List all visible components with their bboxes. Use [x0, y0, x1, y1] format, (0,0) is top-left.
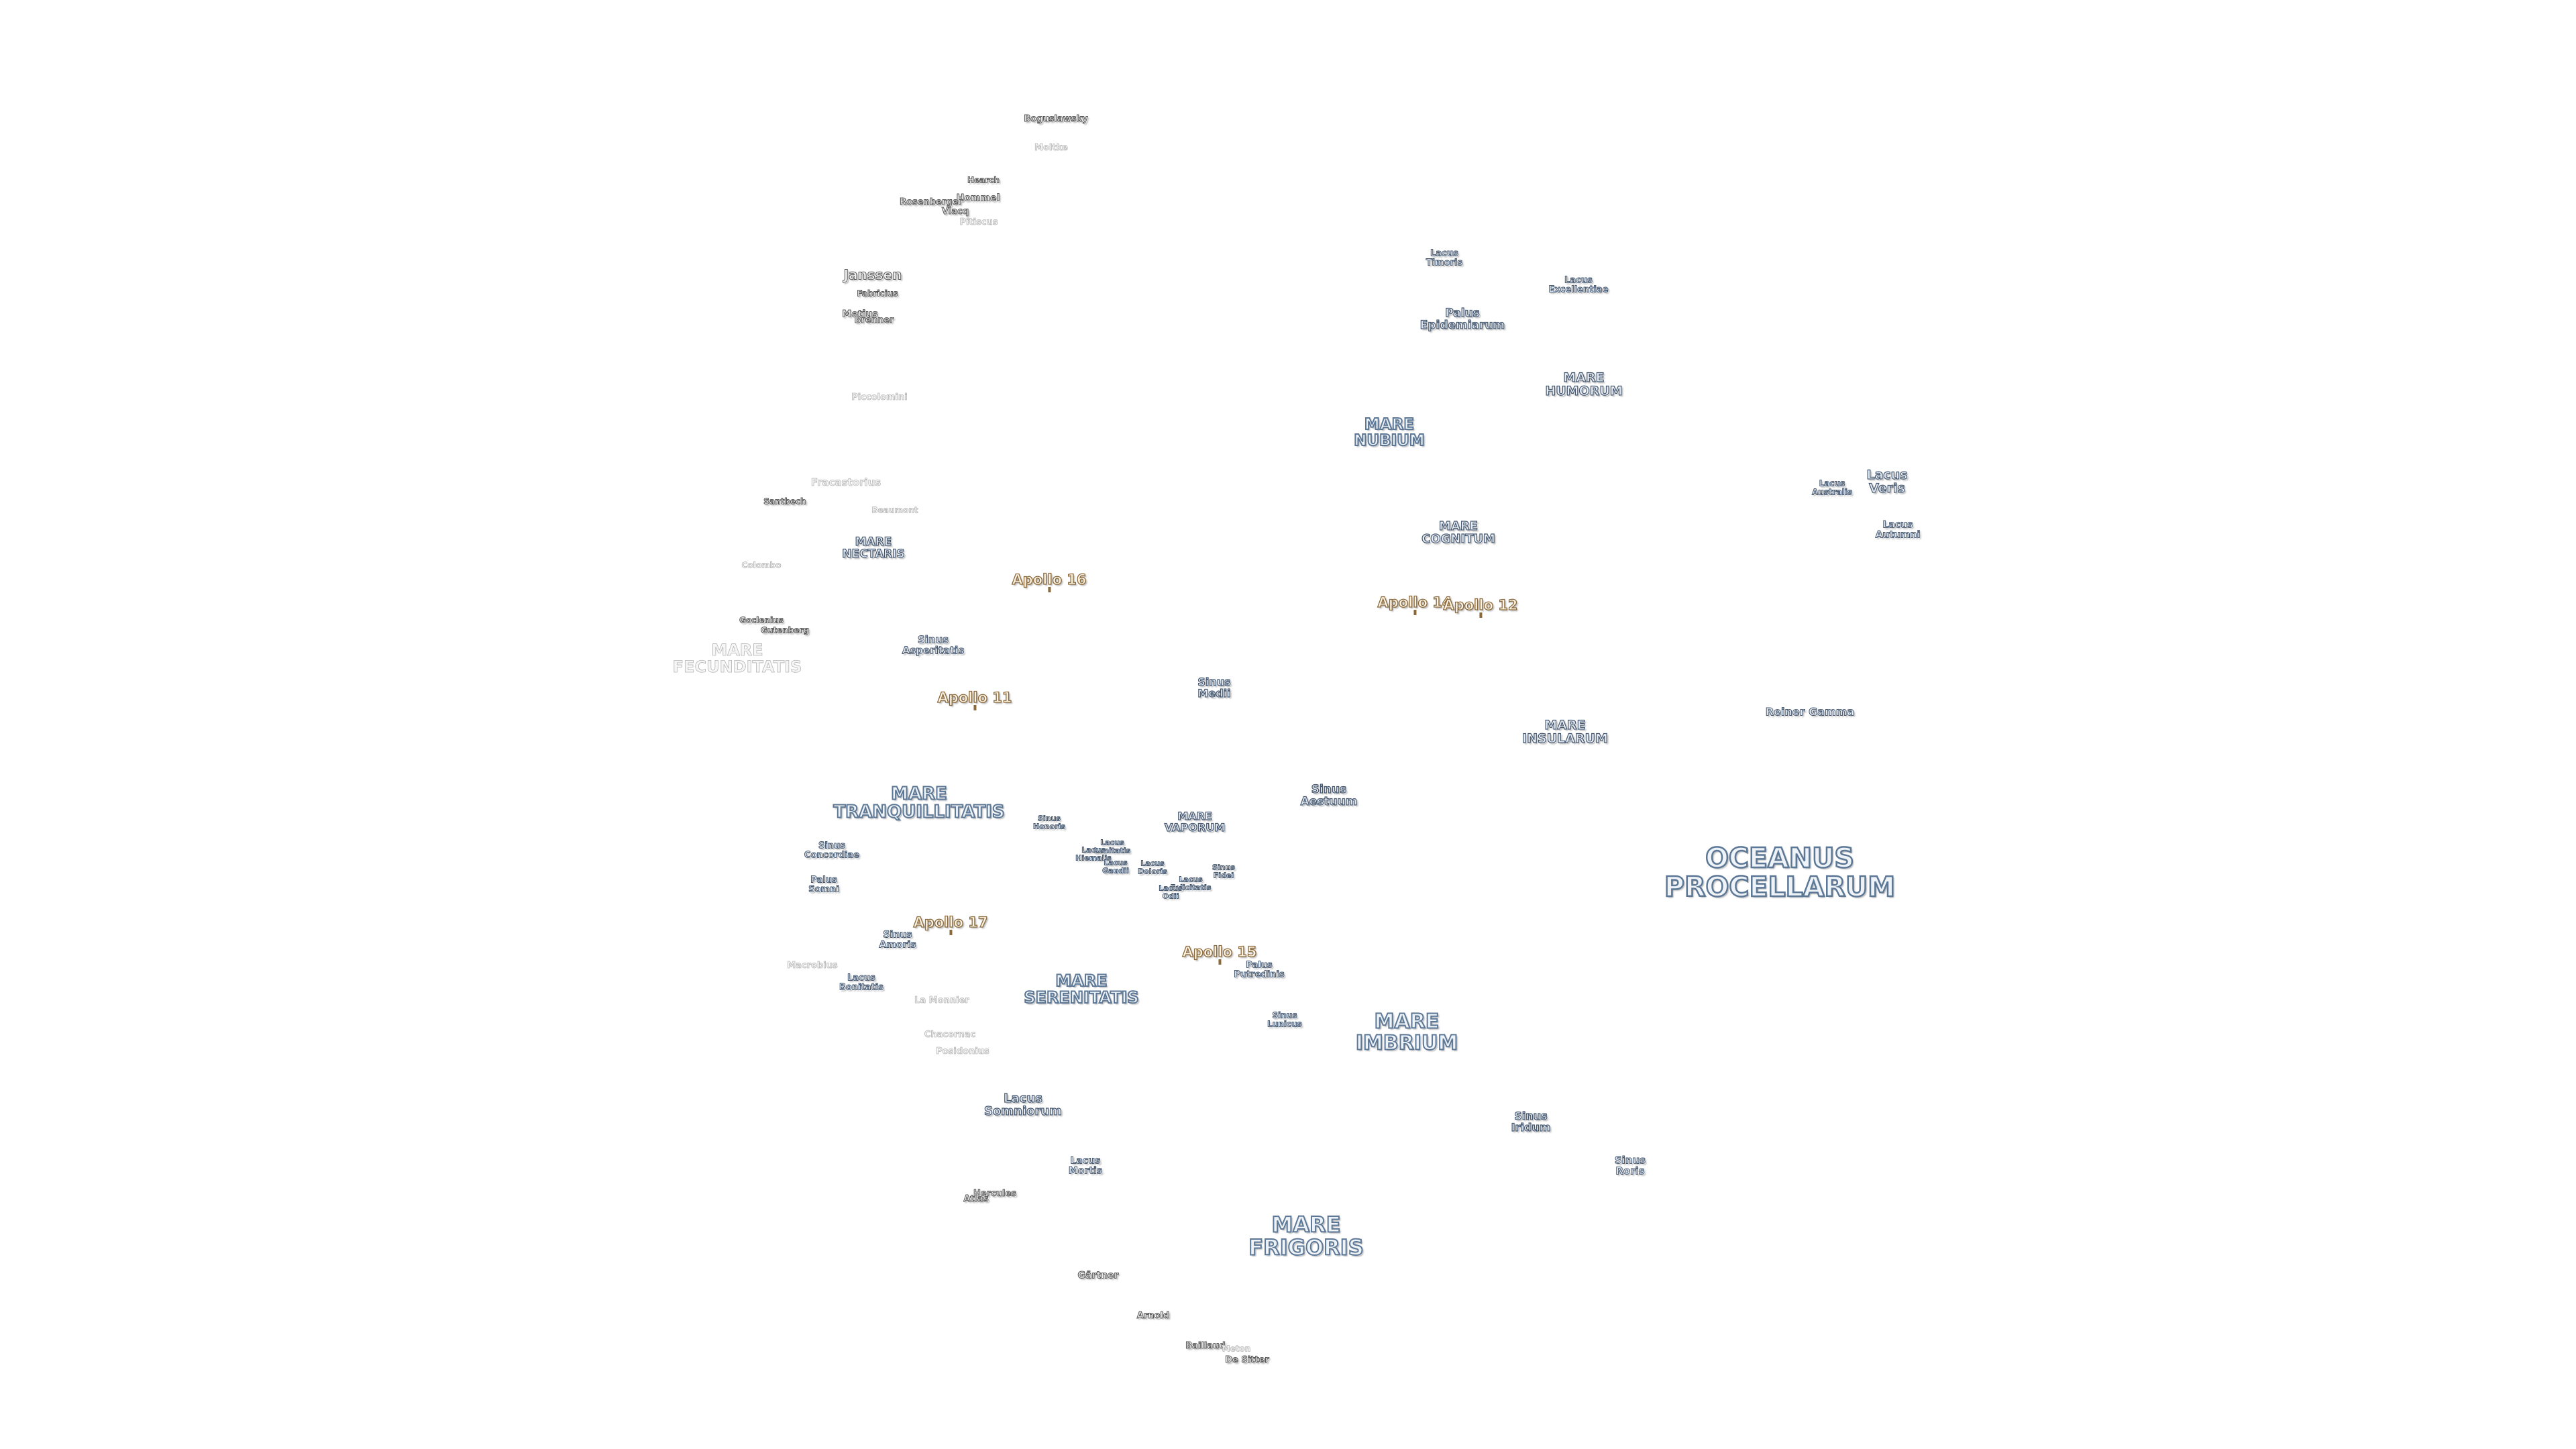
crater-boguslawsky-label: Boguslawsky — [1024, 114, 1088, 125]
mare-insularum-label: MARE INSULARUM — [1521, 718, 1608, 746]
sinus-lunicus-label: Sinus Lunicus — [1267, 1010, 1303, 1028]
crater-posidonius-label: Posidonius — [936, 1046, 989, 1057]
crater-metius-label: Metius — [842, 309, 878, 320]
lacus-bonitatis-label: Lacus Bonitatis — [839, 973, 884, 992]
sinus-honoris-label: Sinus Honoris — [1033, 814, 1066, 830]
crater-fracastorius-label: Fracastorius — [810, 476, 881, 489]
crater-bailleul-label: Baillaud — [1185, 1341, 1226, 1352]
sinus-asperitatis-label: Sinus Asperitatis — [902, 633, 965, 656]
crater-piccolomini-label: Piccolomini — [851, 392, 908, 403]
crater-colombo-label: Colombo — [741, 560, 782, 570]
mare-vaporum-label: MARE VAPORUM — [1164, 810, 1226, 834]
lacus-lenitatis-label: Lacus Lenitatis — [1093, 838, 1131, 855]
crater-arnold-label: Arnold — [1136, 1311, 1170, 1322]
crater-macrobius-label: Macrobius — [787, 961, 838, 971]
mare-tranquillitatis-label: MARE TRANQUILLITATIS — [833, 784, 1005, 822]
mare-fecunditatis-label: MARE FECUNDITATIS — [672, 640, 802, 676]
apollo-17-marker[interactable]: Apollo 17 — [913, 914, 988, 930]
sinus-aestuum-label: Sinus Aestuum — [1300, 783, 1358, 808]
lacus-gaudii-label: Lacus Gaudii — [1102, 858, 1130, 875]
crater-brenner-label: Brenner — [854, 315, 894, 326]
apollo-11-marker[interactable]: Apollo 11 — [937, 689, 1012, 706]
lacus-somniorum-label: Lacus Somniorum — [983, 1091, 1062, 1118]
mare-imbrium-label: MARE IMBRIUM — [1355, 1010, 1458, 1055]
crater-hommel-label: Hommel — [956, 193, 1000, 204]
palus-somni-label: Palus Somni — [808, 875, 840, 894]
crater-goclenius-label: Goclenius — [739, 615, 784, 625]
lacus-autumni-label: Lacus Autumni — [1875, 519, 1921, 540]
crater-janssen-label: Janssen — [843, 266, 902, 283]
lacus-veris-label: Lacus Veris — [1866, 468, 1908, 496]
crater-hearth-label: Hearch — [967, 175, 1000, 185]
crater-beaumont-label: Beaumont — [871, 505, 918, 515]
lacus-odii-label: Lacus Odii — [1159, 883, 1183, 900]
crater-fabricius-label: Fabricius — [857, 288, 898, 299]
reiner-gamma-label: Reiner Gamma — [1765, 705, 1855, 718]
apollo-16-marker[interactable]: Apollo 16 — [1012, 571, 1087, 588]
lacus-hiemalis-label: Lacus Hiemalis — [1075, 845, 1112, 862]
sinus-amoris-label: Sinus Amoris — [879, 929, 916, 950]
mare-cognitum-label: MARE COGNITUM — [1421, 519, 1495, 546]
lacus-australis-label: Lacus Australis — [1811, 478, 1853, 496]
mare-serenitatis-label: MARE SERENITATIS — [1023, 971, 1139, 1007]
apollo-15-marker[interactable]: Apollo 15 — [1182, 943, 1257, 960]
crater-meton-label: Meton — [1222, 1344, 1251, 1354]
palus-putredinis-label: Palus Putredinis — [1234, 960, 1285, 979]
crater-le-monnier-label: La Monnier — [914, 996, 969, 1006]
crater-moltke-label: Moltke — [1034, 143, 1068, 154]
sinus-iridum-label: Sinus Iridum — [1511, 1110, 1551, 1134]
crater-de-sitter-label: De Sitter — [1225, 1355, 1270, 1366]
mare-nubium-label: MARE NUBIUM — [1353, 415, 1426, 449]
crater-vlacq-label: Vlacq — [941, 207, 969, 217]
sinus-concordiae-label: Sinus Concordiae — [804, 841, 860, 860]
sinus-medii-label: Sinus Medii — [1197, 676, 1232, 700]
lacus-excellentiae-label: Lacus Excellentiae — [1548, 275, 1609, 294]
lacus-mortis-label: Lacus Mortis — [1068, 1155, 1103, 1176]
lacus-felicitatis-label: Lacus Felicitatis — [1170, 875, 1212, 892]
crater-gartner-label: Gärtner — [1077, 1270, 1119, 1281]
apollo-14-marker[interactable]: Apollo 14 — [1377, 594, 1452, 610]
oceanus-procellarum-label: OCEANUS PROCELLARUM — [1664, 841, 1896, 903]
crater-pitiscus-label: Pitiscus — [959, 217, 998, 228]
mare-humorum-label: MARE HUMORUM — [1545, 370, 1623, 398]
lacus-doloris-label: Lacus Doloris — [1138, 859, 1168, 875]
palus-epidemiarum-label: Palus Epidemiarum — [1419, 307, 1505, 332]
mare-nectaris-label: MARE NECTARIS — [842, 535, 906, 561]
crater-gutenberg-label: Gutenberg — [760, 625, 810, 635]
crater-rosenberger-label: Rosenberger — [900, 197, 963, 208]
sinus-fidei-label: Sinus Fidei — [1212, 863, 1236, 879]
mare-frigoris-label: MARE FRIGORIS — [1248, 1212, 1364, 1260]
crater-chacornac-label: Chacornac — [924, 1030, 976, 1040]
sinus-roris-label: Sinus Roris — [1614, 1154, 1646, 1177]
crater-hercules-label: Hercules — [973, 1189, 1017, 1199]
apollo-12-marker[interactable]: Apollo 12 — [1443, 596, 1518, 613]
crater-santbech-label: Santbech — [763, 496, 806, 506]
crater-atlas-label: Atlas — [963, 1194, 989, 1205]
lacus-timoris-label: Lacus Timoris — [1426, 248, 1463, 268]
